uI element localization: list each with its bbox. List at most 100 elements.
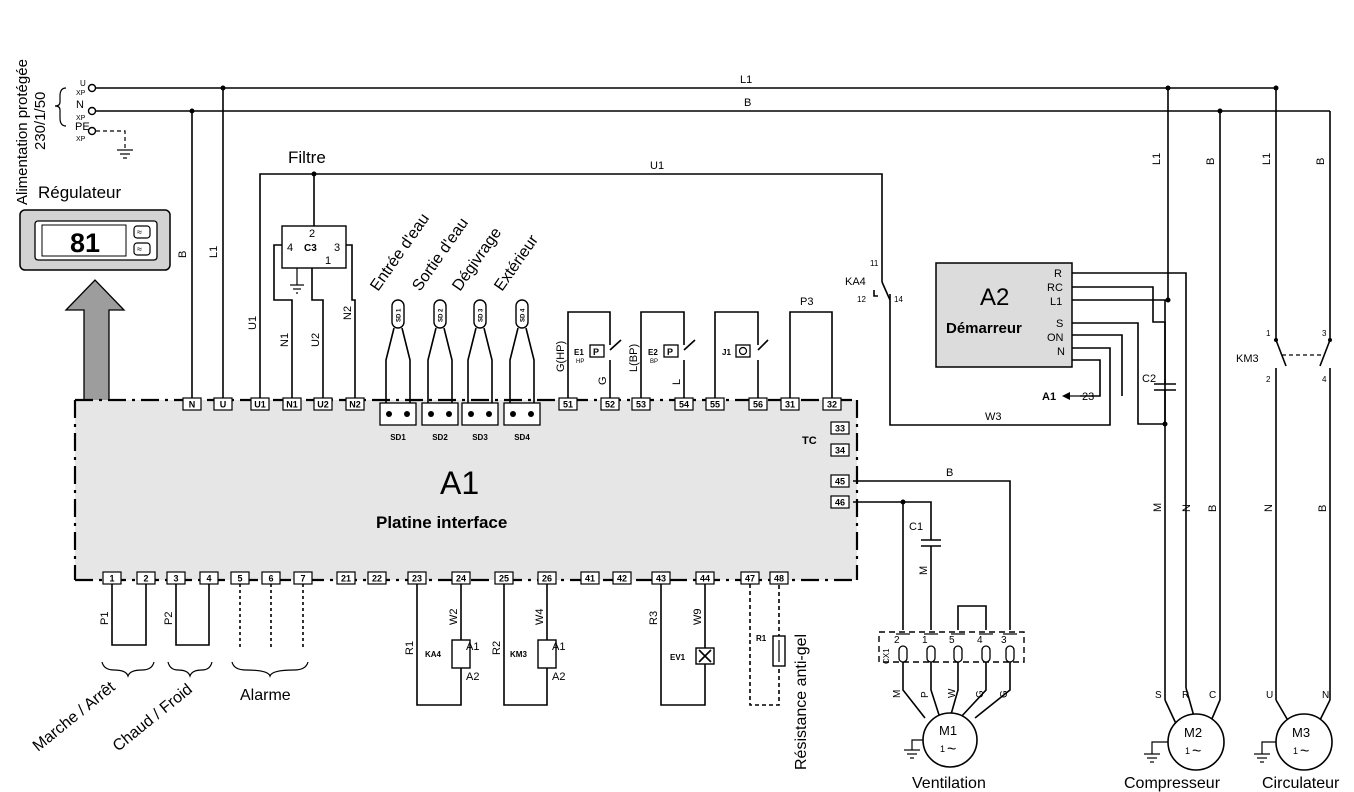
svg-text:B: B — [177, 251, 189, 258]
ventilation-label: Ventilation — [912, 775, 986, 792]
supply-xp-u: XP — [76, 90, 86, 97]
regulator-down-button[interactable] — [133, 242, 151, 256]
terminal-label: 5 — [237, 574, 242, 584]
terminal-51: 51 — [558, 397, 578, 411]
terminal-label: 33 — [835, 424, 845, 434]
terminal-n2: N2 — [345, 397, 365, 411]
terminal-label: 22 — [372, 574, 382, 584]
svg-text:1: 1 — [1266, 329, 1271, 338]
svg-text:4: 4 — [1322, 375, 1327, 384]
sensor-probe: SD 2 — [439, 308, 445, 322]
terminal-label: 55 — [710, 400, 720, 410]
svg-text:C1: C1 — [909, 521, 923, 533]
supply-pe: PE — [75, 121, 90, 133]
fan-pin-label: 1 — [922, 635, 928, 646]
circulator-motor: U N M3 1 ~ Circulateur — [1254, 690, 1340, 792]
svg-text:B: B — [1207, 505, 1219, 512]
regulator-title: Régulateur — [38, 183, 122, 202]
svg-text:U2: U2 — [310, 333, 322, 347]
sensor-name: SD3 — [472, 433, 488, 442]
svg-text:N1: N1 — [279, 333, 291, 347]
antigel-label: Résistance anti-gel — [793, 634, 810, 770]
terminal-24: 24 — [451, 571, 471, 585]
svg-text:W2: W2 — [448, 609, 460, 626]
terminal-label: U1 — [254, 400, 266, 410]
terminal-label: 41 — [585, 574, 595, 584]
svg-text:S: S — [1056, 318, 1063, 330]
supply-title: Alimentation protégée — [14, 59, 31, 205]
terminal-label: U — [220, 400, 227, 410]
svg-text:N: N — [1057, 346, 1065, 358]
fan-pin-3: 3G — [974, 633, 1017, 719]
fan-wire-label: W — [947, 688, 958, 698]
terminal-n: N — [182, 397, 202, 411]
svg-text:C: C — [1209, 690, 1216, 701]
svg-text:L1: L1 — [1151, 153, 1163, 165]
svg-text:KM3: KM3 — [510, 650, 527, 659]
sensor-probe: SD 1 — [397, 308, 403, 322]
fan-pin-5: 5W — [947, 633, 965, 719]
terminal-3: 3 — [166, 571, 186, 585]
svg-text:G(HP): G(HP) — [555, 341, 567, 372]
fan-pin-label: 3 — [1001, 635, 1007, 646]
terminal-n1: N1 — [282, 397, 302, 411]
starter-name: Démarreur — [946, 320, 1022, 337]
circulator-label: Circulateur — [1262, 775, 1340, 792]
board-name: Platine interface — [376, 513, 507, 532]
terminal-label: 25 — [499, 574, 509, 584]
terminal-54: 54 — [674, 397, 694, 411]
terminal-label: 4 — [206, 574, 211, 584]
svg-text:P3: P3 — [800, 296, 813, 308]
ka4-contact: 11 KA4 12 14 W3 — [845, 259, 1111, 426]
fan-wire-label: M — [892, 690, 903, 698]
terminal-label: 52 — [605, 400, 615, 410]
terminal-u1: U1 — [250, 397, 270, 411]
svg-text:ON: ON — [1047, 332, 1064, 344]
svg-text:12: 12 — [857, 295, 866, 304]
ka4-coil — [451, 639, 471, 669]
fan-wire-label: G — [999, 690, 1010, 698]
svg-text:KM3: KM3 — [1236, 353, 1259, 365]
filter-c3 — [281, 225, 347, 269]
terminal-32: 32 — [822, 397, 842, 411]
regulator-up-button[interactable] — [133, 225, 151, 239]
terminal-26: 26 — [537, 571, 557, 585]
terminal-label: U2 — [317, 400, 329, 410]
svg-text:11: 11 — [870, 259, 879, 268]
terminal-55: 55 — [705, 397, 725, 411]
svg-text:14: 14 — [894, 295, 903, 304]
terminal-56: 56 — [748, 397, 768, 411]
supply-n: N — [76, 99, 84, 111]
terminal-33: 33 — [830, 421, 850, 435]
sensor-probe: SD 3 — [479, 308, 485, 322]
compressor-label: Compresseur — [1124, 775, 1221, 792]
terminal-label: N2 — [349, 400, 361, 410]
svg-text:≈: ≈ — [137, 244, 142, 254]
fan-pin-2: 2M — [892, 633, 926, 719]
bottom-wiring: P1 P2 Marche / Arrêt Chaud / Froid Alarm… — [30, 584, 810, 770]
supply-xp-n: XP — [76, 115, 86, 122]
regulator-display: 81 — [70, 228, 100, 258]
svg-text:A2: A2 — [552, 671, 565, 683]
terminal-label: 45 — [835, 477, 845, 487]
terminal-53: 53 — [631, 397, 651, 411]
supply-spec: 230/1/50 — [32, 92, 49, 150]
svg-text:J1: J1 — [722, 348, 731, 357]
terminal-label: N1 — [286, 400, 298, 410]
terminal-label: 24 — [456, 574, 466, 584]
fan-pin-label: 2 — [894, 635, 900, 646]
alarme-label: Alarme — [240, 687, 291, 704]
svg-text:4: 4 — [287, 242, 293, 254]
svg-text:W9: W9 — [692, 609, 704, 626]
fan-pin-4: 4G — [959, 633, 993, 719]
svg-text:P: P — [667, 347, 673, 357]
svg-text:3: 3 — [1322, 329, 1327, 338]
fan-pin-label: 5 — [949, 635, 955, 646]
svg-text:R: R — [1054, 268, 1062, 280]
sensor-probe: SD 4 — [521, 308, 527, 322]
svg-text:A1: A1 — [466, 641, 479, 653]
starter-id: A2 — [980, 284, 1009, 311]
svg-text:A1: A1 — [1042, 391, 1056, 403]
